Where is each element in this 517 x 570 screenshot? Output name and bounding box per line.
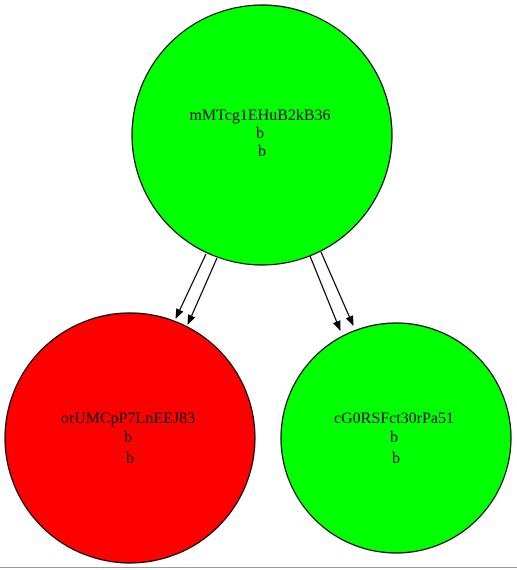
node-left[interactable]: orUMCpP7LnEEJ83 b b xyxy=(4,312,256,564)
node-top-label-line3: b xyxy=(258,143,266,160)
edge-top-to-right-b xyxy=(320,251,354,326)
node-top-circle xyxy=(131,4,393,266)
node-right-label-line3: b xyxy=(392,450,400,467)
edge-top-to-right-a xyxy=(309,255,341,331)
bottom-divider xyxy=(0,567,517,568)
node-left-label-line3: b xyxy=(126,450,134,467)
edge-top-to-left-a xyxy=(175,253,207,319)
edge-top-to-left-b xyxy=(187,257,218,325)
node-top-label-line2: b xyxy=(256,125,264,142)
node-right-label-line1: cG0RSFct30rPa51 xyxy=(334,410,454,427)
node-top-label-line1: mMTcg1EHuB2kB36 xyxy=(189,107,330,124)
svg-text:orUMCpP7LnEEJ83 b: orUMCpP7LnEEJ83 b b xyxy=(61,410,199,467)
node-left-label-line2: b xyxy=(124,429,132,446)
node-right-circle xyxy=(280,322,512,554)
node-left-circle xyxy=(4,312,256,564)
node-right[interactable]: cG0RSFct30rPa51 b b xyxy=(280,322,512,554)
node-top[interactable]: mMTcg1EHuB2kB36 b b xyxy=(131,4,393,266)
svg-text:cG0RSFct30rPa51 b: cG0RSFct30rPa51 b b xyxy=(334,410,458,467)
svg-text:mMTcg1EHuB2kB36 b: mMTcg1EHuB2kB36 b b xyxy=(189,107,334,160)
node-right-label-line2: b xyxy=(390,429,398,446)
node-left-label-line1: orUMCpP7LnEEJ83 xyxy=(61,410,195,427)
